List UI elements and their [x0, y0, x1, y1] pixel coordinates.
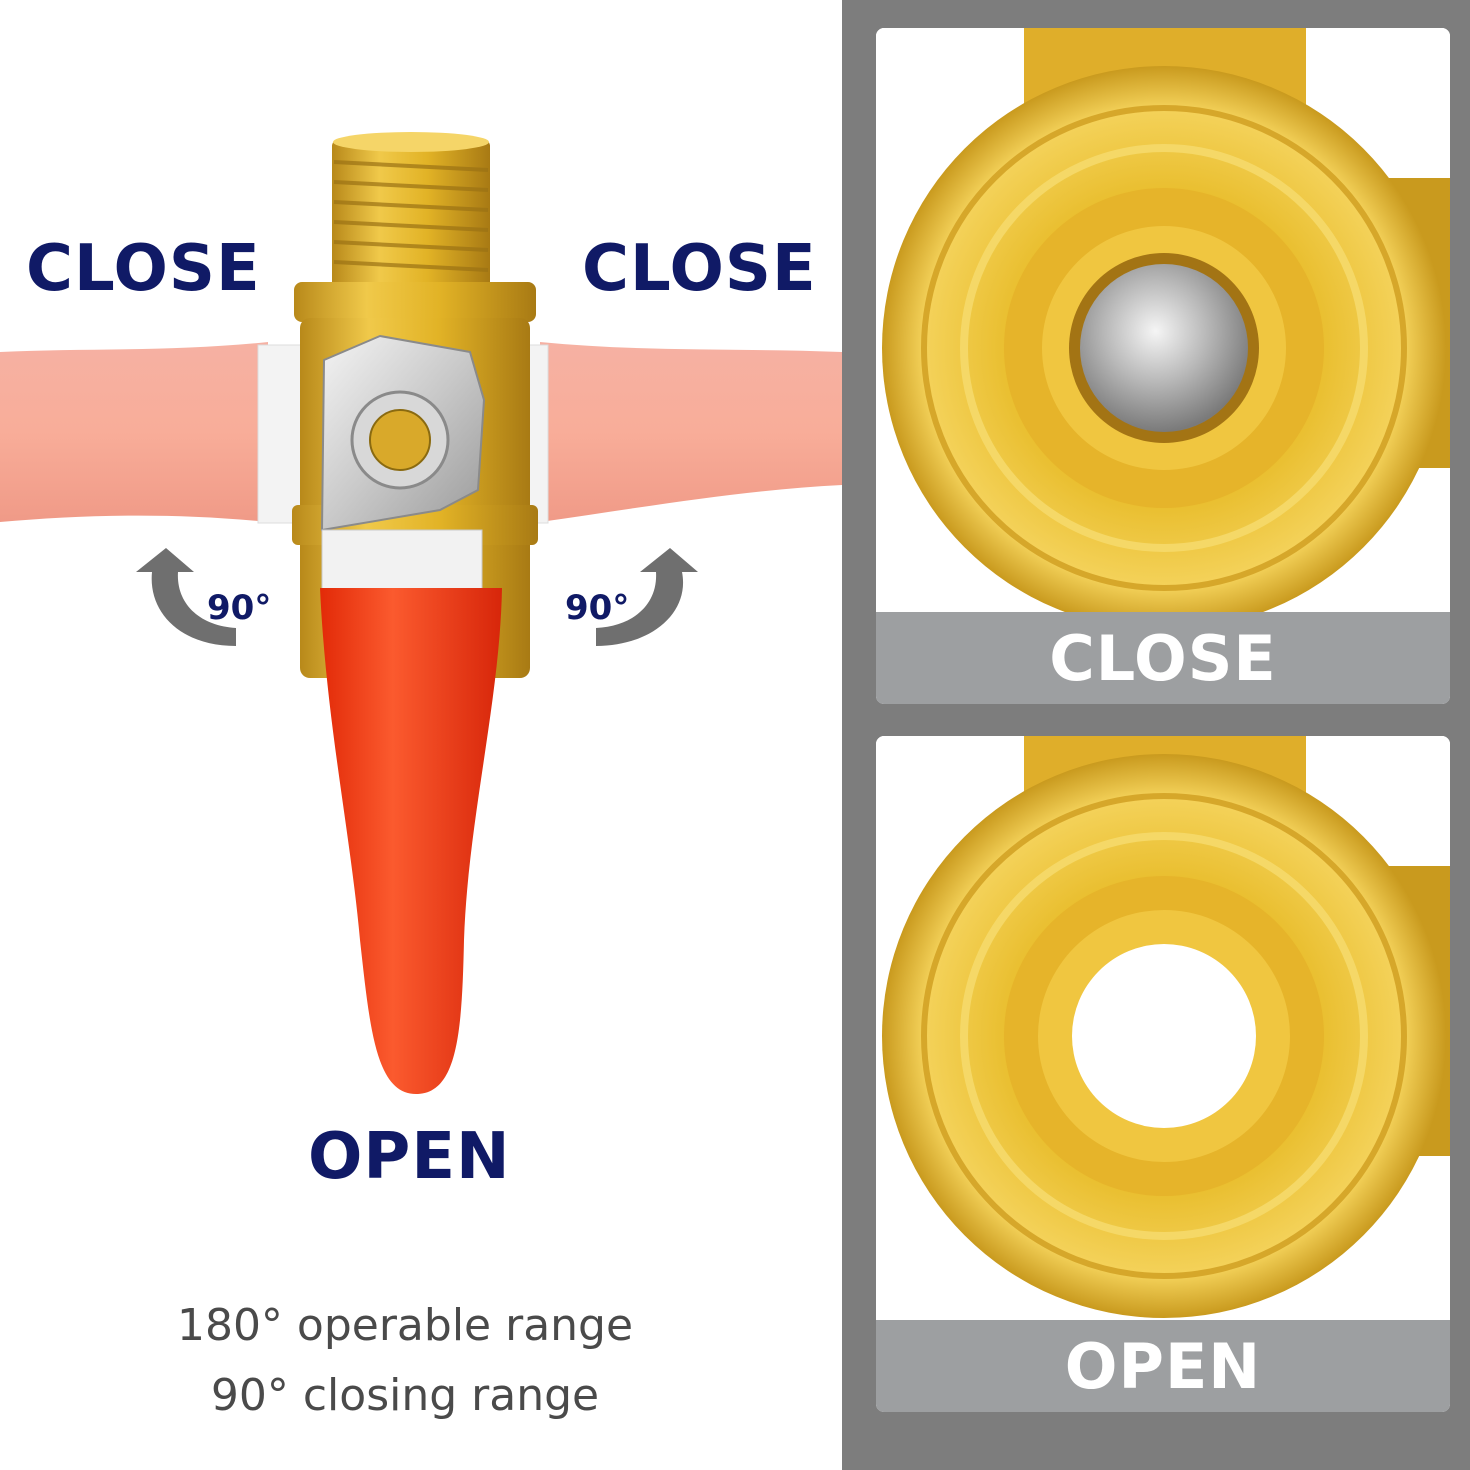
close-banner-label: CLOSE: [1049, 621, 1277, 695]
open-port-photo: [876, 736, 1450, 1320]
close-left-label: CLOSE: [26, 232, 261, 306]
valve-diagram: CLOSE CLOSE 90° 90° OPEN 180° operable r…: [0, 132, 842, 1421]
valve-illustration: [0, 132, 842, 1095]
stem-nut: [350, 390, 450, 490]
close-right-label: CLOSE: [582, 232, 817, 306]
closing-range-caption: 90° closing range: [210, 1370, 600, 1421]
operable-range-caption: 180° operable range: [176, 1300, 634, 1351]
right-hose: [540, 342, 842, 522]
threaded-fitting: [332, 132, 490, 288]
close-panel: CLOSE: [876, 28, 1450, 704]
steel-ball: [1080, 264, 1248, 432]
left-hose: [0, 342, 268, 522]
close-banner: CLOSE: [876, 612, 1450, 704]
open-label: OPEN: [308, 1120, 511, 1194]
rotation-right-degrees: 90°: [565, 588, 630, 628]
red-handle: [320, 588, 502, 1095]
rotate-left-icon: [136, 548, 236, 646]
open-bore: [1072, 944, 1256, 1128]
closed-port-photo: [876, 28, 1450, 612]
open-banner: OPEN: [876, 1320, 1450, 1412]
rotate-right-icon: [596, 548, 698, 646]
open-panel: OPEN: [876, 736, 1450, 1412]
open-banner-label: OPEN: [1064, 1329, 1262, 1403]
rotation-left-degrees: 90°: [207, 588, 272, 628]
